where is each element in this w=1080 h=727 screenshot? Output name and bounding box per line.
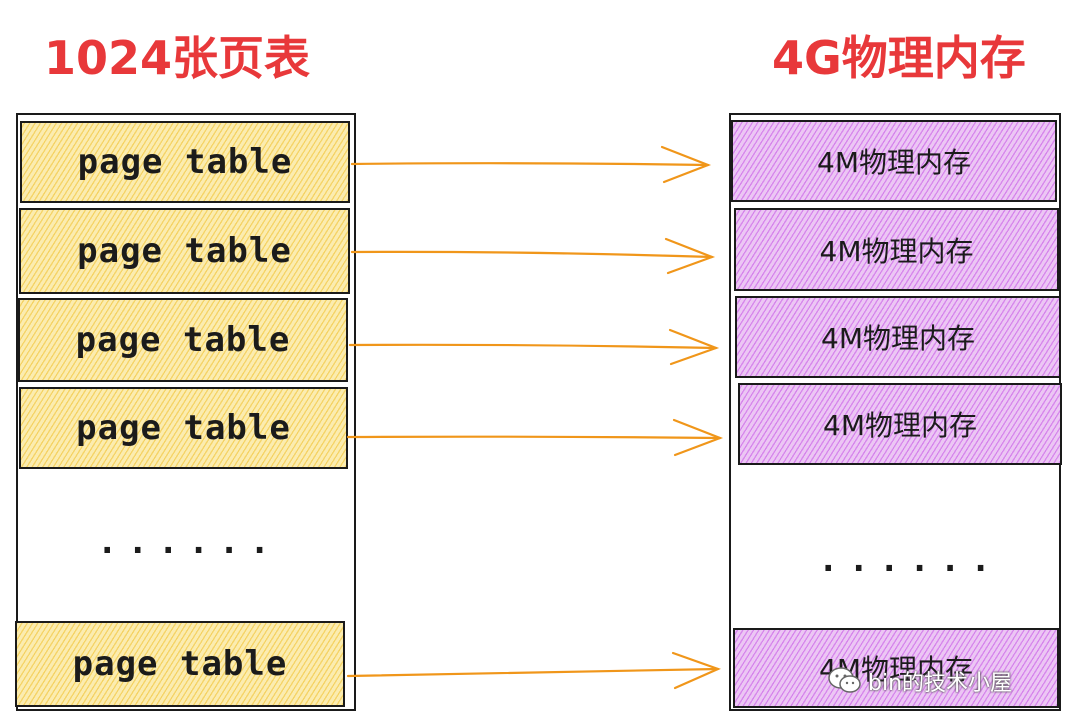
page-table-box: page table: [19, 387, 348, 469]
page-table-label: page table: [72, 644, 288, 684]
page-table-box: page table: [18, 298, 348, 382]
page-table-label: page table: [75, 320, 291, 360]
mapping-arrow: [350, 145, 712, 184]
page-table-label: page table: [76, 408, 291, 448]
memory-block-box: 4M物理内存: [735, 296, 1061, 378]
memory-ellipsis: ......: [818, 540, 1001, 580]
page-table-label: page table: [77, 231, 292, 271]
memory-block-label: 4M物理内存: [819, 234, 974, 268]
memory-block-label: 4M物理内存: [821, 322, 975, 355]
mapping-arrow: [348, 328, 720, 366]
page-table-box: page table: [15, 621, 345, 707]
watermark: bin的技术小屋: [828, 665, 1012, 697]
mapping-arrow: [346, 418, 724, 457]
memory-block-box: 4M物理内存: [733, 628, 1059, 708]
mapping-arrow: [350, 237, 716, 275]
page-table-box: page table: [19, 208, 350, 294]
memory-block-box: 4M物理内存: [731, 120, 1057, 202]
watermark-text: bin的技术小屋: [868, 671, 1013, 696]
mapping-arrow: [346, 651, 721, 690]
memory-block-label: 4M物理内存: [817, 146, 971, 179]
physical-memory-title: 4G物理内存: [772, 31, 1026, 85]
wechat-icon: [828, 667, 861, 693]
memory-block-box: 4M物理内存: [738, 383, 1062, 465]
memory-block-label: 4M物理内存: [823, 409, 977, 442]
page-table-label: page table: [77, 142, 293, 182]
page-table-ellipsis: ......: [97, 522, 280, 562]
page-table-box: page table: [20, 121, 350, 203]
page-table-column: [16, 113, 356, 711]
page-table-count-title: 1024张页表: [44, 31, 311, 85]
memory-block-box: 4M物理内存: [734, 208, 1059, 291]
